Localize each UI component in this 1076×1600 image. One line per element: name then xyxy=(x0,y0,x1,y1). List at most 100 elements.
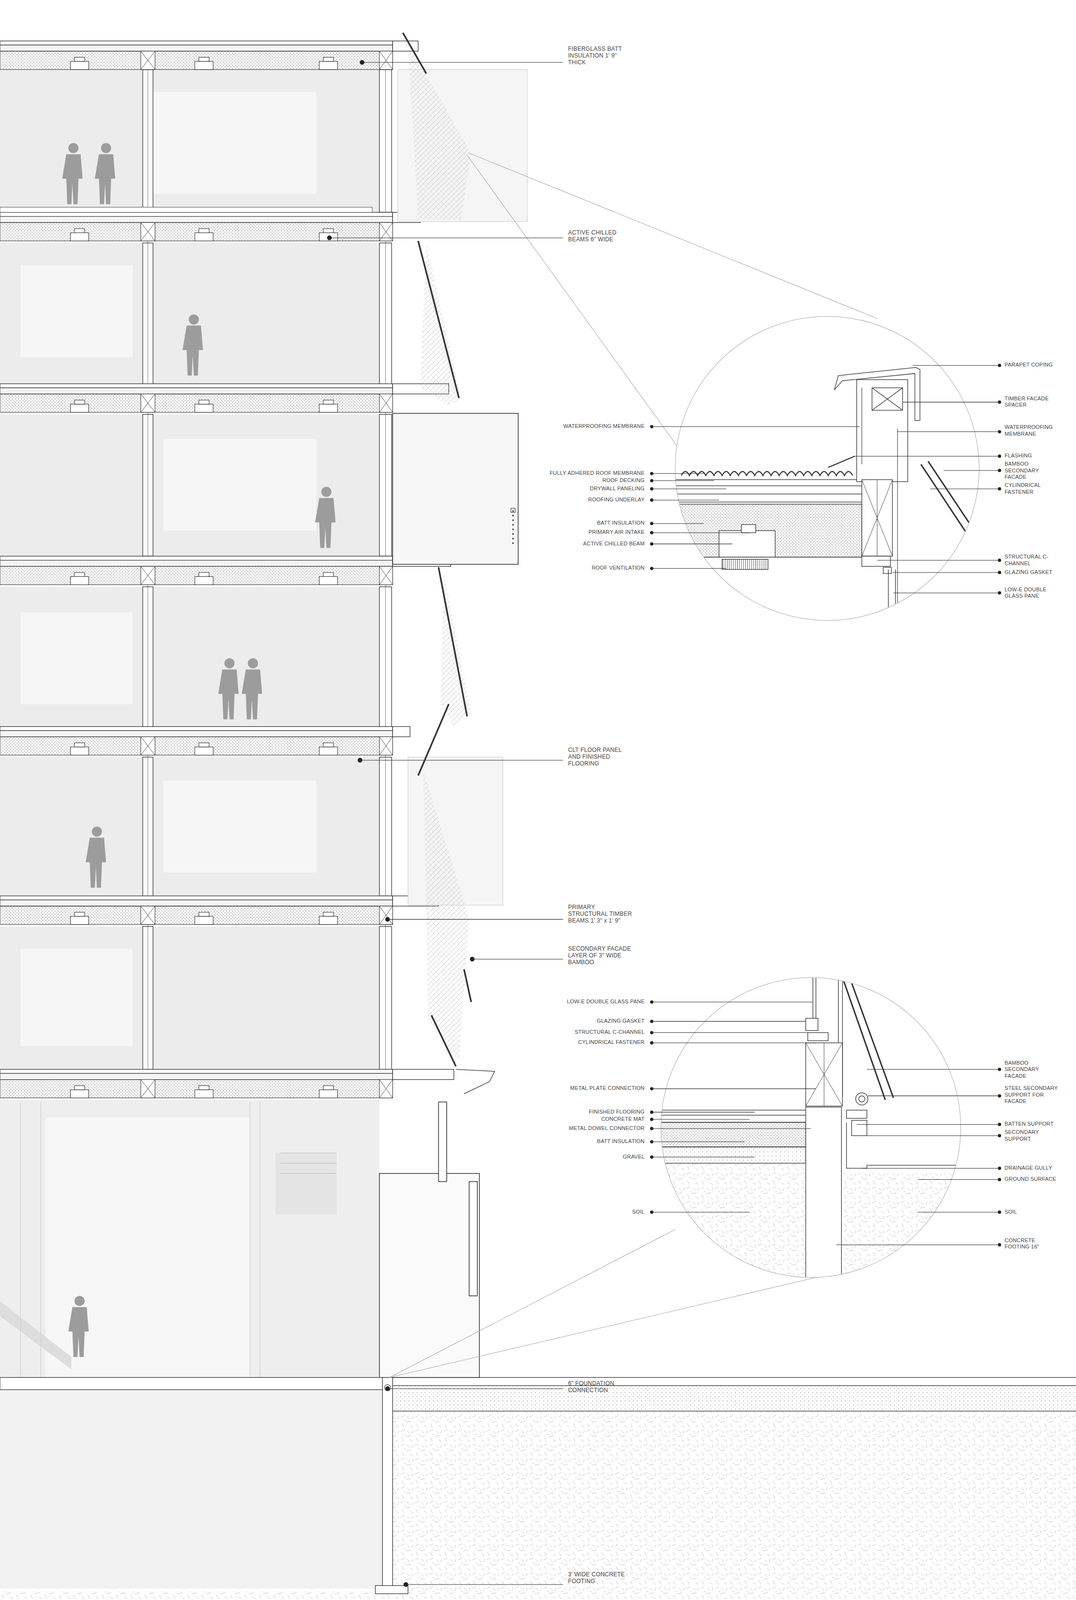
detail-label: SOIL xyxy=(1004,1208,1018,1216)
foundation-detail xyxy=(657,1163,806,1286)
detail-label: STEEL SECONDARY SUPPORT FOR FACADE xyxy=(1004,1084,1059,1105)
bamboo-facade xyxy=(455,1069,495,1094)
interior-fill xyxy=(0,414,383,556)
leader-dots xyxy=(650,1155,654,1159)
detail-label: BAMBOO SECONDARY FACADE xyxy=(1004,460,1043,481)
detail-label: CYLINDRICAL FASTENER xyxy=(1004,481,1058,495)
roof-detail xyxy=(741,524,757,533)
entry-box xyxy=(438,1101,447,1182)
callout-label: FIBERGLASS BATT INSULATION 1' 9" THICK xyxy=(567,45,634,66)
foundation-detail xyxy=(805,1017,818,1031)
ground-and-foundation xyxy=(384,1384,391,1391)
detail-label: ROOF VENTILATION xyxy=(591,564,645,572)
floor-slabs xyxy=(0,726,393,756)
floor-slabs xyxy=(392,41,419,52)
roof-detail xyxy=(888,569,896,633)
detail-label: STRUCTURAL C-CHANNEL xyxy=(1004,553,1058,567)
interior-fill xyxy=(20,611,133,704)
roof-detail xyxy=(861,479,893,556)
leader-dots xyxy=(385,1385,391,1391)
floor-slabs xyxy=(0,555,393,585)
bamboo-facade xyxy=(438,567,467,716)
detail-label: GLAZING GASKET xyxy=(596,1017,645,1025)
callout-label: PRIMARY STRUCTURAL TIMBER BEAMS 1' 3" x … xyxy=(567,903,634,924)
detail-label: GROUND SURFACE xyxy=(1004,1175,1057,1183)
entry-box xyxy=(280,1101,480,1378)
interior-fill xyxy=(0,69,383,1378)
leader-dots xyxy=(997,468,1002,473)
roof-detail xyxy=(872,387,903,410)
roof-detail xyxy=(872,387,903,410)
foundation-detail xyxy=(841,974,894,1100)
bamboo-facade xyxy=(440,571,471,727)
bamboo-facade xyxy=(402,32,427,74)
interior-fill xyxy=(275,1152,337,1215)
bamboo-facade xyxy=(431,1015,457,1066)
detail-label: CYLINDRICAL FASTENER xyxy=(578,1038,645,1046)
ground-and-foundation xyxy=(392,1377,1076,1411)
leader-dots xyxy=(403,1581,409,1587)
detail-label: LOW-E DOUBLE GLASS PANE xyxy=(567,998,645,1005)
bamboo-facade xyxy=(407,43,472,220)
interior-fill xyxy=(0,756,383,896)
leader-dots xyxy=(650,1086,654,1091)
interior-fill xyxy=(20,1101,261,1378)
floor-slabs xyxy=(0,895,393,925)
callout-label: SECONDARY FACADE LAYER OF 3" WIDE BAMBOO xyxy=(567,945,634,966)
roof-detail xyxy=(673,316,982,633)
floor-slabs xyxy=(392,1069,454,1080)
leader-dots xyxy=(327,235,333,241)
ground-and-foundation xyxy=(0,1377,393,1390)
roof-detail xyxy=(856,379,908,482)
leader-dots xyxy=(650,566,654,570)
ground-and-foundation xyxy=(375,1584,408,1594)
detail-label: METAL PLATE CONNECTION xyxy=(570,1084,645,1092)
detail-label: BAMBOO SECONDARY FACADE xyxy=(1004,1059,1043,1080)
foundation-detail xyxy=(807,1032,829,1041)
leader-lines xyxy=(651,1001,816,1212)
detail-label: CONCRETE MAT xyxy=(601,1115,645,1123)
floor-slabs xyxy=(0,1069,393,1098)
detail-label: DRYWALL PANELING xyxy=(589,485,645,493)
callout-label: CLT FLOOR PANEL AND FINISHED FLOORING xyxy=(567,746,634,767)
bamboo-facade xyxy=(464,969,472,1003)
detail-label: STRUCTURAL C-CHANNEL xyxy=(574,1028,645,1036)
people-silhouettes xyxy=(62,143,336,1357)
detail-label: BATT INSULATION xyxy=(596,519,645,527)
roof-detail xyxy=(675,316,980,621)
bamboo-facade xyxy=(392,413,519,565)
foundation-detail xyxy=(855,1092,868,1105)
leader-dots xyxy=(650,1117,654,1121)
detail-label: GRAVEL xyxy=(622,1153,645,1161)
interior-fill xyxy=(45,1117,250,1378)
callout-label: 3' WIDE CONCRETE FOOTING xyxy=(567,1570,634,1585)
floor-slabs xyxy=(0,41,393,70)
leader-dots xyxy=(997,1242,1002,1247)
detail-zoom-lines xyxy=(466,155,680,450)
bamboo-facade xyxy=(402,32,471,1066)
detail-zoom-lines xyxy=(469,153,878,319)
detail-label: METAL DOWEL CONNECTOR xyxy=(568,1124,645,1132)
leader-dots xyxy=(997,1133,1002,1137)
leader-dots xyxy=(997,429,1002,434)
callout-label: 6" FOUNDATION CONNECTION xyxy=(567,1379,634,1394)
detail-label: WATERPROOFING MEMBRANE xyxy=(1004,423,1058,437)
people-silhouettes xyxy=(62,143,83,205)
roof-detail xyxy=(673,479,862,502)
leader-dots xyxy=(997,487,1002,491)
detail-label: LOW-E DOUBLE GLASS PANE xyxy=(1004,586,1058,600)
leader-dots xyxy=(650,1000,654,1004)
leader-dots xyxy=(650,1110,654,1114)
ground-and-foundation xyxy=(0,1591,393,1600)
interior-fill xyxy=(20,265,133,358)
leader-dots xyxy=(650,471,654,476)
interior-fill xyxy=(0,69,383,213)
leader-lines xyxy=(651,426,860,568)
floor-slabs xyxy=(0,41,454,1098)
detail-label: DRAINAGE GULLY xyxy=(1004,1164,1053,1172)
leader-dots xyxy=(997,1067,1002,1071)
leader-dots xyxy=(650,1139,654,1144)
people-silhouettes xyxy=(241,657,262,720)
detail-label: PRIMARY AIR INTAKE xyxy=(588,528,645,536)
leader-lines xyxy=(329,62,564,1585)
